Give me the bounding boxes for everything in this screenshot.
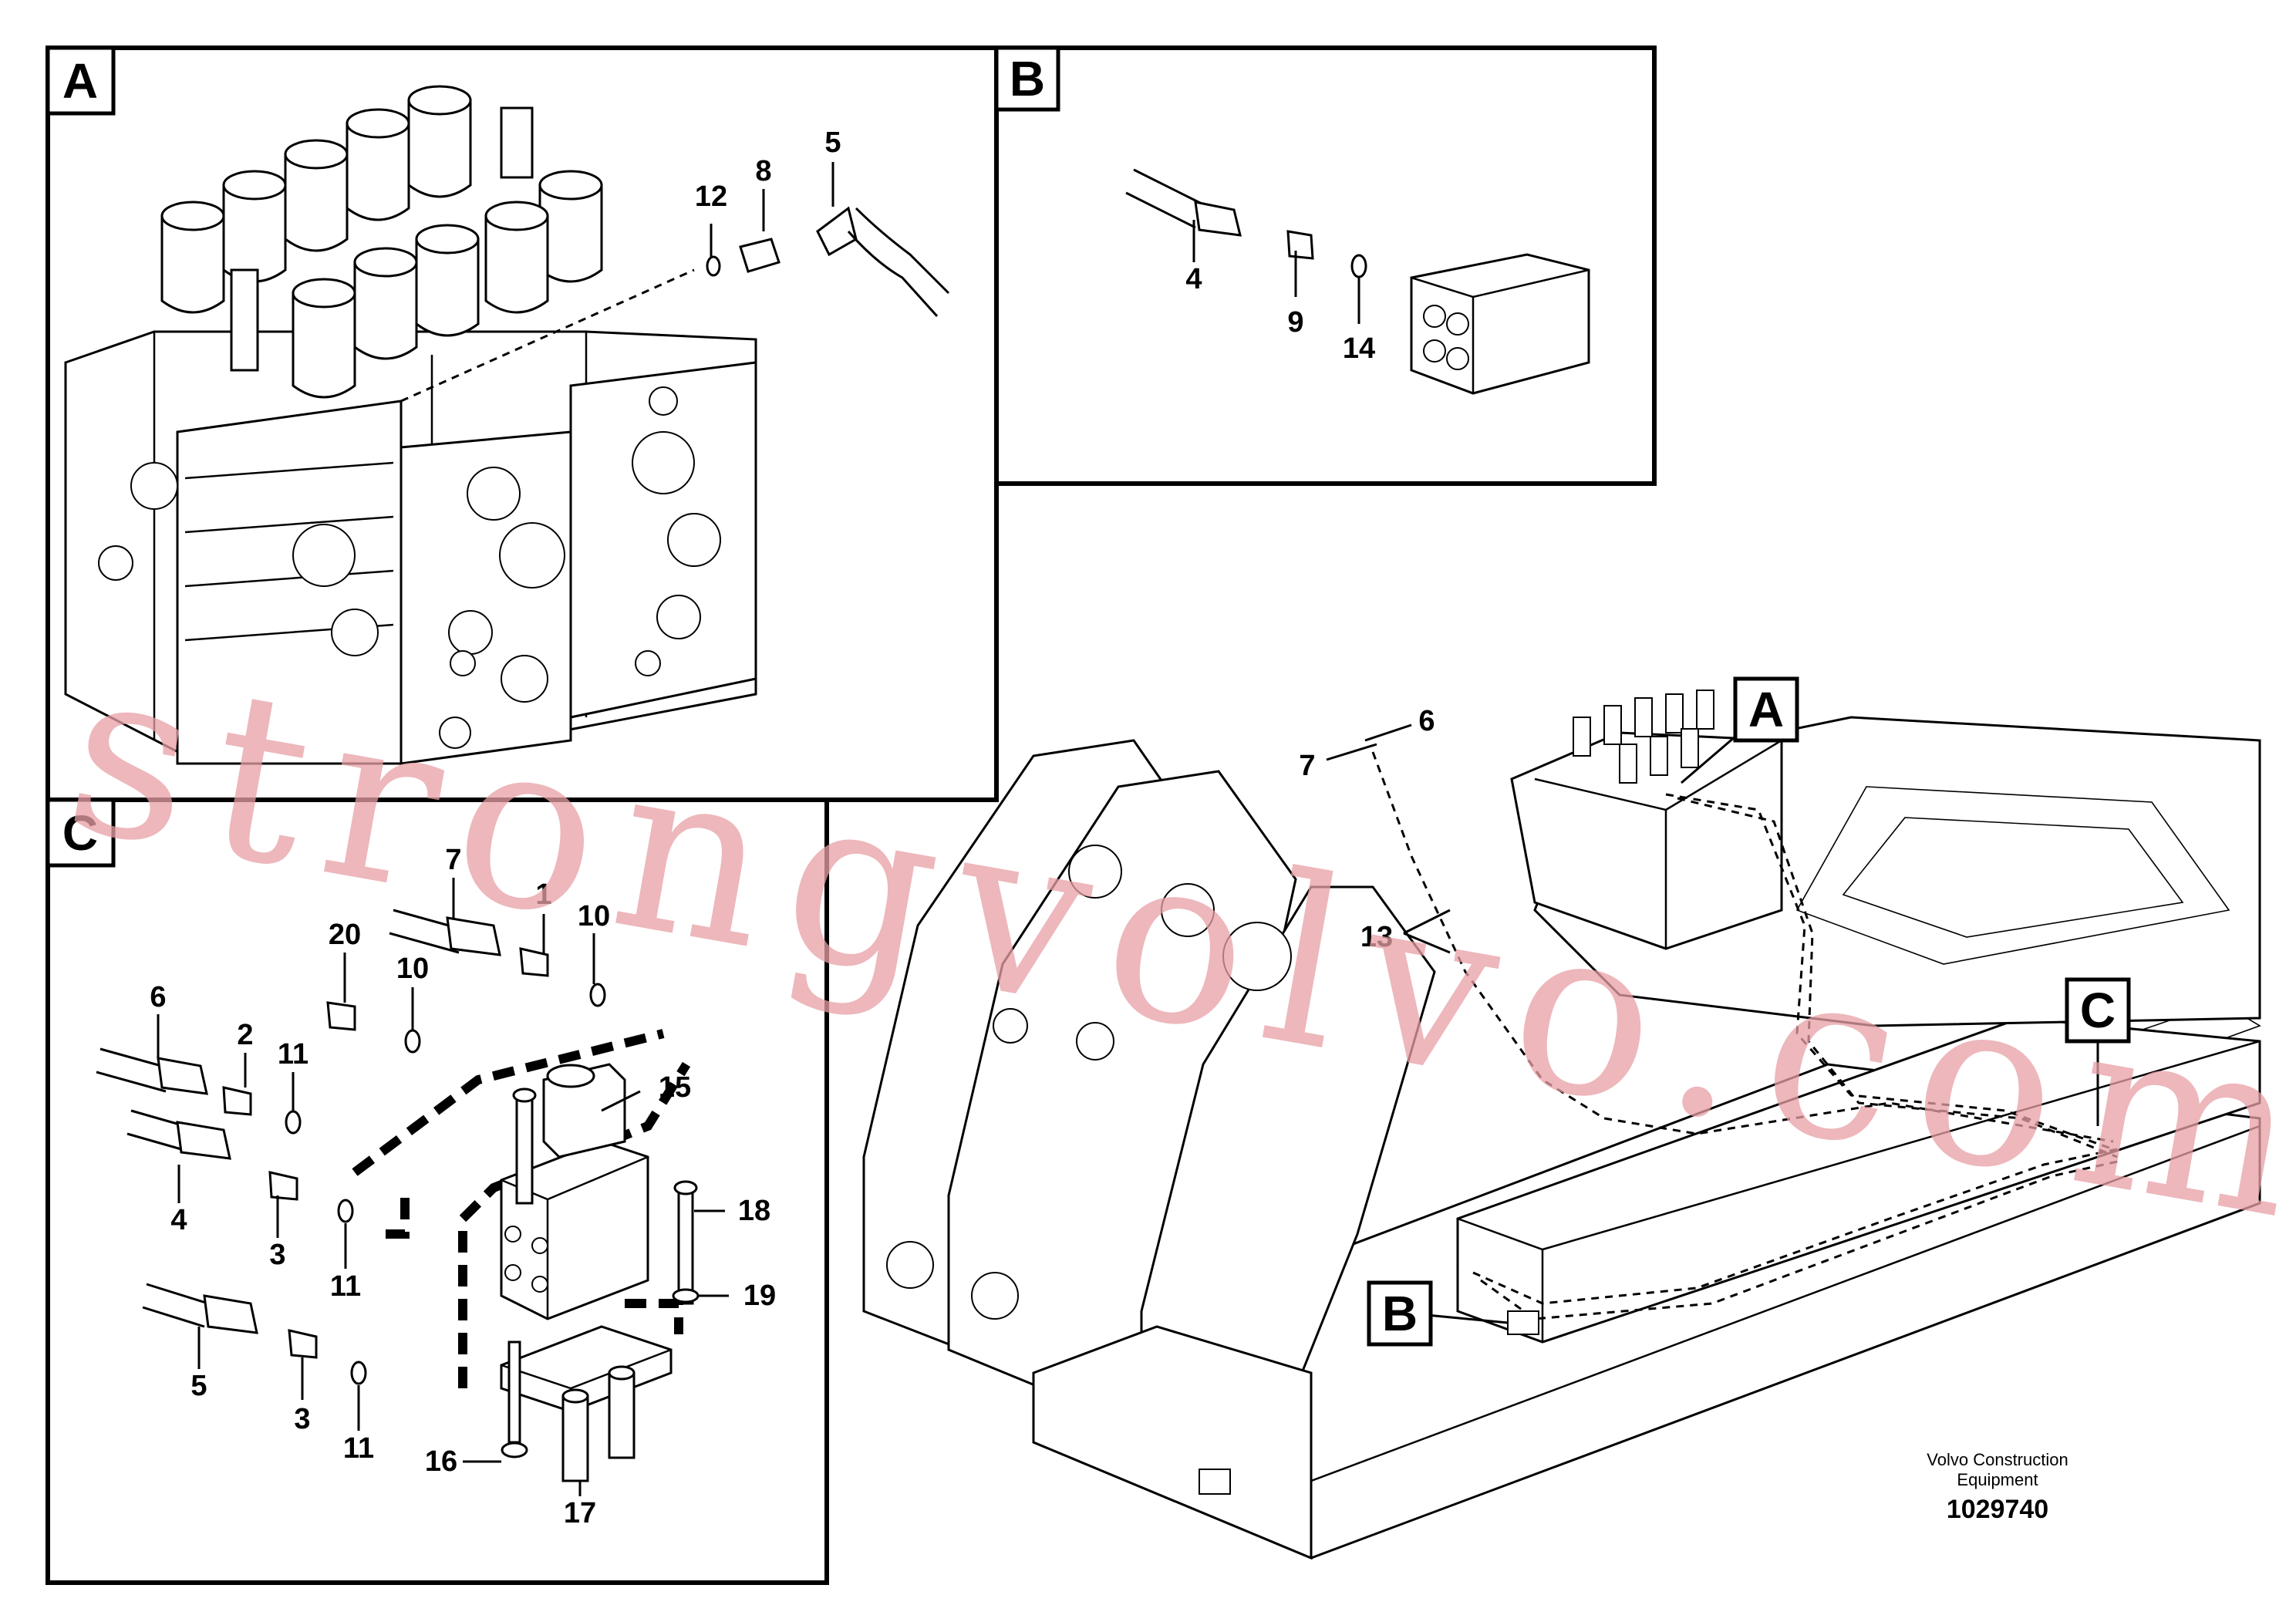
- callout-c-16: 16: [425, 1445, 457, 1478]
- overview-tag-b: B: [1382, 1286, 1418, 1341]
- callout-c-20: 20: [329, 919, 361, 951]
- callout-c-10b: 10: [396, 953, 429, 985]
- overview-tag-c: C: [2080, 983, 2116, 1038]
- panel-b: B 4 9 14: [994, 46, 1657, 486]
- callout-c-18: 18: [738, 1195, 770, 1227]
- panel-c-tag-box: [46, 798, 116, 868]
- panel-a-tag: A: [62, 53, 98, 109]
- callout-b-4: 4: [1185, 263, 1202, 295]
- overview-tag-c-box: [2065, 977, 2131, 1044]
- panel-b-tag: B: [1010, 51, 1045, 106]
- overview-frame: 7 6 13 A B C: [862, 676, 2261, 1560]
- solenoid-stack: [160, 85, 603, 399]
- callout-c-2: 2: [237, 1019, 253, 1051]
- hose-end-4: [1194, 201, 1242, 237]
- callout-c-4: 4: [170, 1204, 187, 1236]
- adapter-9: [1286, 230, 1314, 260]
- callout-a-12: 12: [695, 180, 727, 213]
- overview-control-valve: [1510, 690, 1783, 950]
- callout-c-6: 6: [150, 981, 166, 1013]
- control-valve-illustration: [64, 85, 757, 765]
- bracket-17: [500, 1325, 673, 1482]
- adapter-8: [739, 238, 781, 273]
- overview-tag-b-box: [1367, 1280, 1433, 1347]
- callout-c-1: 1: [535, 878, 551, 911]
- callout-c-5: 5: [190, 1370, 207, 1402]
- bolt-18: [677, 1186, 694, 1305]
- callout-c-7: 7: [445, 844, 461, 876]
- panel-c-hoses: [96, 909, 606, 1385]
- callout-c-19: 19: [743, 1280, 776, 1312]
- callout-overview-6: 6: [1418, 705, 1435, 737]
- overview-block: [1507, 1310, 1539, 1335]
- callout-overview-13: 13: [1360, 921, 1393, 953]
- solenoid-valve-15: [500, 1063, 649, 1320]
- panel-c: C: [46, 798, 829, 1585]
- o-ring-12: [706, 255, 721, 277]
- callout-a-8: 8: [755, 155, 771, 187]
- callout-c-15: 15: [659, 1071, 691, 1104]
- callout-c-3b: 3: [294, 1403, 310, 1435]
- brand-line-2: Equipment: [1957, 1470, 2038, 1489]
- callout-c-11c: 11: [343, 1432, 374, 1465]
- panel-a-fittings: [706, 206, 950, 318]
- panel-a-tag-box: [46, 46, 116, 116]
- overview-tag-a-box: [1733, 676, 1799, 743]
- screw-16: [507, 1340, 521, 1444]
- callout-c-3a: 3: [269, 1239, 285, 1271]
- callout-c-17: 17: [564, 1497, 596, 1529]
- panel-c-tag: C: [62, 805, 98, 861]
- callout-b-9: 9: [1287, 306, 1303, 339]
- washer-19: [672, 1288, 700, 1303]
- elbow-5: [816, 206, 858, 257]
- panel-a: A: [46, 46, 999, 802]
- callout-c-11b: 11: [330, 1270, 361, 1303]
- overview-tag-a: A: [1748, 682, 1784, 737]
- callout-c-10a: 10: [578, 900, 610, 932]
- o-ring-14: [1350, 254, 1367, 278]
- callout-a-5: 5: [824, 126, 841, 159]
- distribution-block: [1410, 253, 1590, 395]
- callout-overview-7: 7: [1299, 750, 1315, 782]
- document-number: 1029740: [1947, 1495, 2048, 1524]
- callout-b-14: 14: [1343, 332, 1375, 365]
- panel-b-tag-box: [994, 46, 1060, 112]
- brand-line-1: Volvo Construction: [1927, 1450, 2068, 1469]
- callout-c-11a: 11: [278, 1038, 308, 1071]
